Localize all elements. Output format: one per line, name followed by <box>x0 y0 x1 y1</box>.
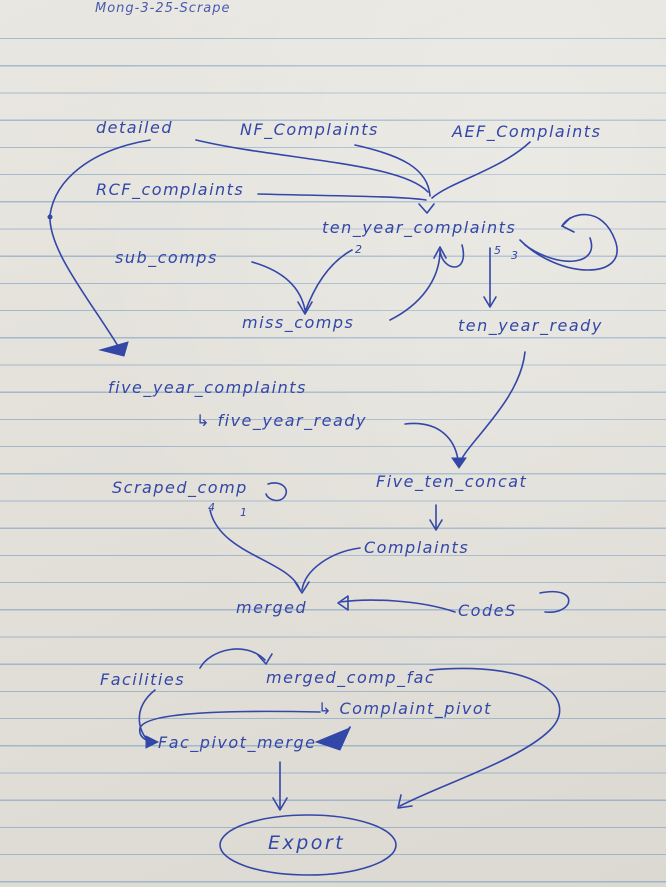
node-sub-comps: sub_comps <box>115 248 218 267</box>
arrow-sub-to-miss <box>251 261 306 311</box>
arrow-ten-ready-to-concat <box>459 351 526 463</box>
annotation-3: 3 <box>511 249 518 262</box>
node-detailed: detailed <box>96 118 173 137</box>
arrowhead-concat <box>451 457 467 469</box>
annotation-5: 5 <box>494 244 501 257</box>
node-ten-year-ready: ten_year_ready <box>458 316 603 335</box>
arrowhead-comp-fac <box>257 653 273 665</box>
arrow-detailed-to-five-year <box>49 139 151 347</box>
arrow-rcf-to-ten-year <box>257 193 427 201</box>
page-title: Mong-3-25-Scrape <box>95 1 231 16</box>
arrowhead-export-right <box>397 794 413 809</box>
export-oval <box>219 814 397 876</box>
arrowhead-ten-year <box>418 203 435 214</box>
self-loop-scraped <box>265 482 287 502</box>
node-ten-year-complaints: ten_year_complaints <box>322 218 517 237</box>
arrow-ten-year-to-miss <box>304 249 353 313</box>
node-facilities: Facilities <box>100 670 186 689</box>
node-export: Export <box>268 832 346 854</box>
self-loop-codes <box>539 590 570 613</box>
arrowhead-merged <box>294 581 310 594</box>
node-merged-comp-fac: merged_comp_fac <box>266 668 436 687</box>
node-complaint-pivot: ↳ Complaint_pivot <box>318 699 492 718</box>
arrowhead-export-left <box>272 797 288 811</box>
annotation-1: 1 <box>240 506 247 519</box>
arrow-comp-fac-to-export <box>399 667 561 807</box>
node-merged: merged <box>236 598 308 617</box>
arrowhead-ten-ready <box>483 296 497 308</box>
self-loop-ten-year-inner <box>524 237 593 263</box>
arrowhead-miss-back <box>433 246 447 259</box>
node-scraped-comp: Scraped_comp <box>112 478 248 497</box>
node-codes: CodeS <box>458 601 517 620</box>
node-nf-complaints: NF_Complaints <box>240 120 379 139</box>
arrow-scraped-to-merged <box>209 509 301 591</box>
node-miss-comps: miss_comps <box>242 313 355 332</box>
arrowhead-fac-pivot-right <box>314 727 351 751</box>
arrow-facilities-to-fac-pivot <box>138 689 156 743</box>
arrowhead-miss <box>297 301 313 315</box>
arrow-miss-to-ten-year <box>389 244 465 321</box>
arrow-aef-to-ten-year <box>431 141 531 199</box>
annotation-4: 4 <box>208 501 215 514</box>
arrowhead-complaints <box>429 519 443 531</box>
node-five-ten-concat: Five_ten_concat <box>376 472 528 491</box>
arrowhead-fac-pivot <box>145 735 160 749</box>
arrow-complaints-to-merged <box>301 547 361 591</box>
arrowhead-five-year <box>98 341 129 357</box>
node-aef-complaints: AEF_Complaints <box>452 122 602 141</box>
arrow-nf-to-ten-year <box>354 144 431 197</box>
node-five-year-complaints: five_year_complaints <box>108 378 307 397</box>
annotation-2: 2 <box>355 243 362 256</box>
node-rcf-complaints: RCF_complaints <box>96 180 245 199</box>
arrowhead-codes-merged <box>337 595 349 611</box>
self-loop-ten-year <box>519 213 618 271</box>
node-fac-pivot-merge: Fac_pivot_merge <box>158 733 317 752</box>
arrow-detailed-to-ten-year <box>195 139 429 193</box>
arrowhead-self-loop <box>561 217 575 233</box>
arrow-codes-to-merged <box>339 599 456 613</box>
arrow-dot <box>47 214 53 220</box>
node-complaints: Complaints <box>364 538 470 557</box>
arrow-five-ready-to-concat <box>404 422 459 461</box>
node-five-year-ready: ↳ five_year_ready <box>196 411 367 430</box>
arrow-merged-to-comp-fac <box>199 648 266 669</box>
